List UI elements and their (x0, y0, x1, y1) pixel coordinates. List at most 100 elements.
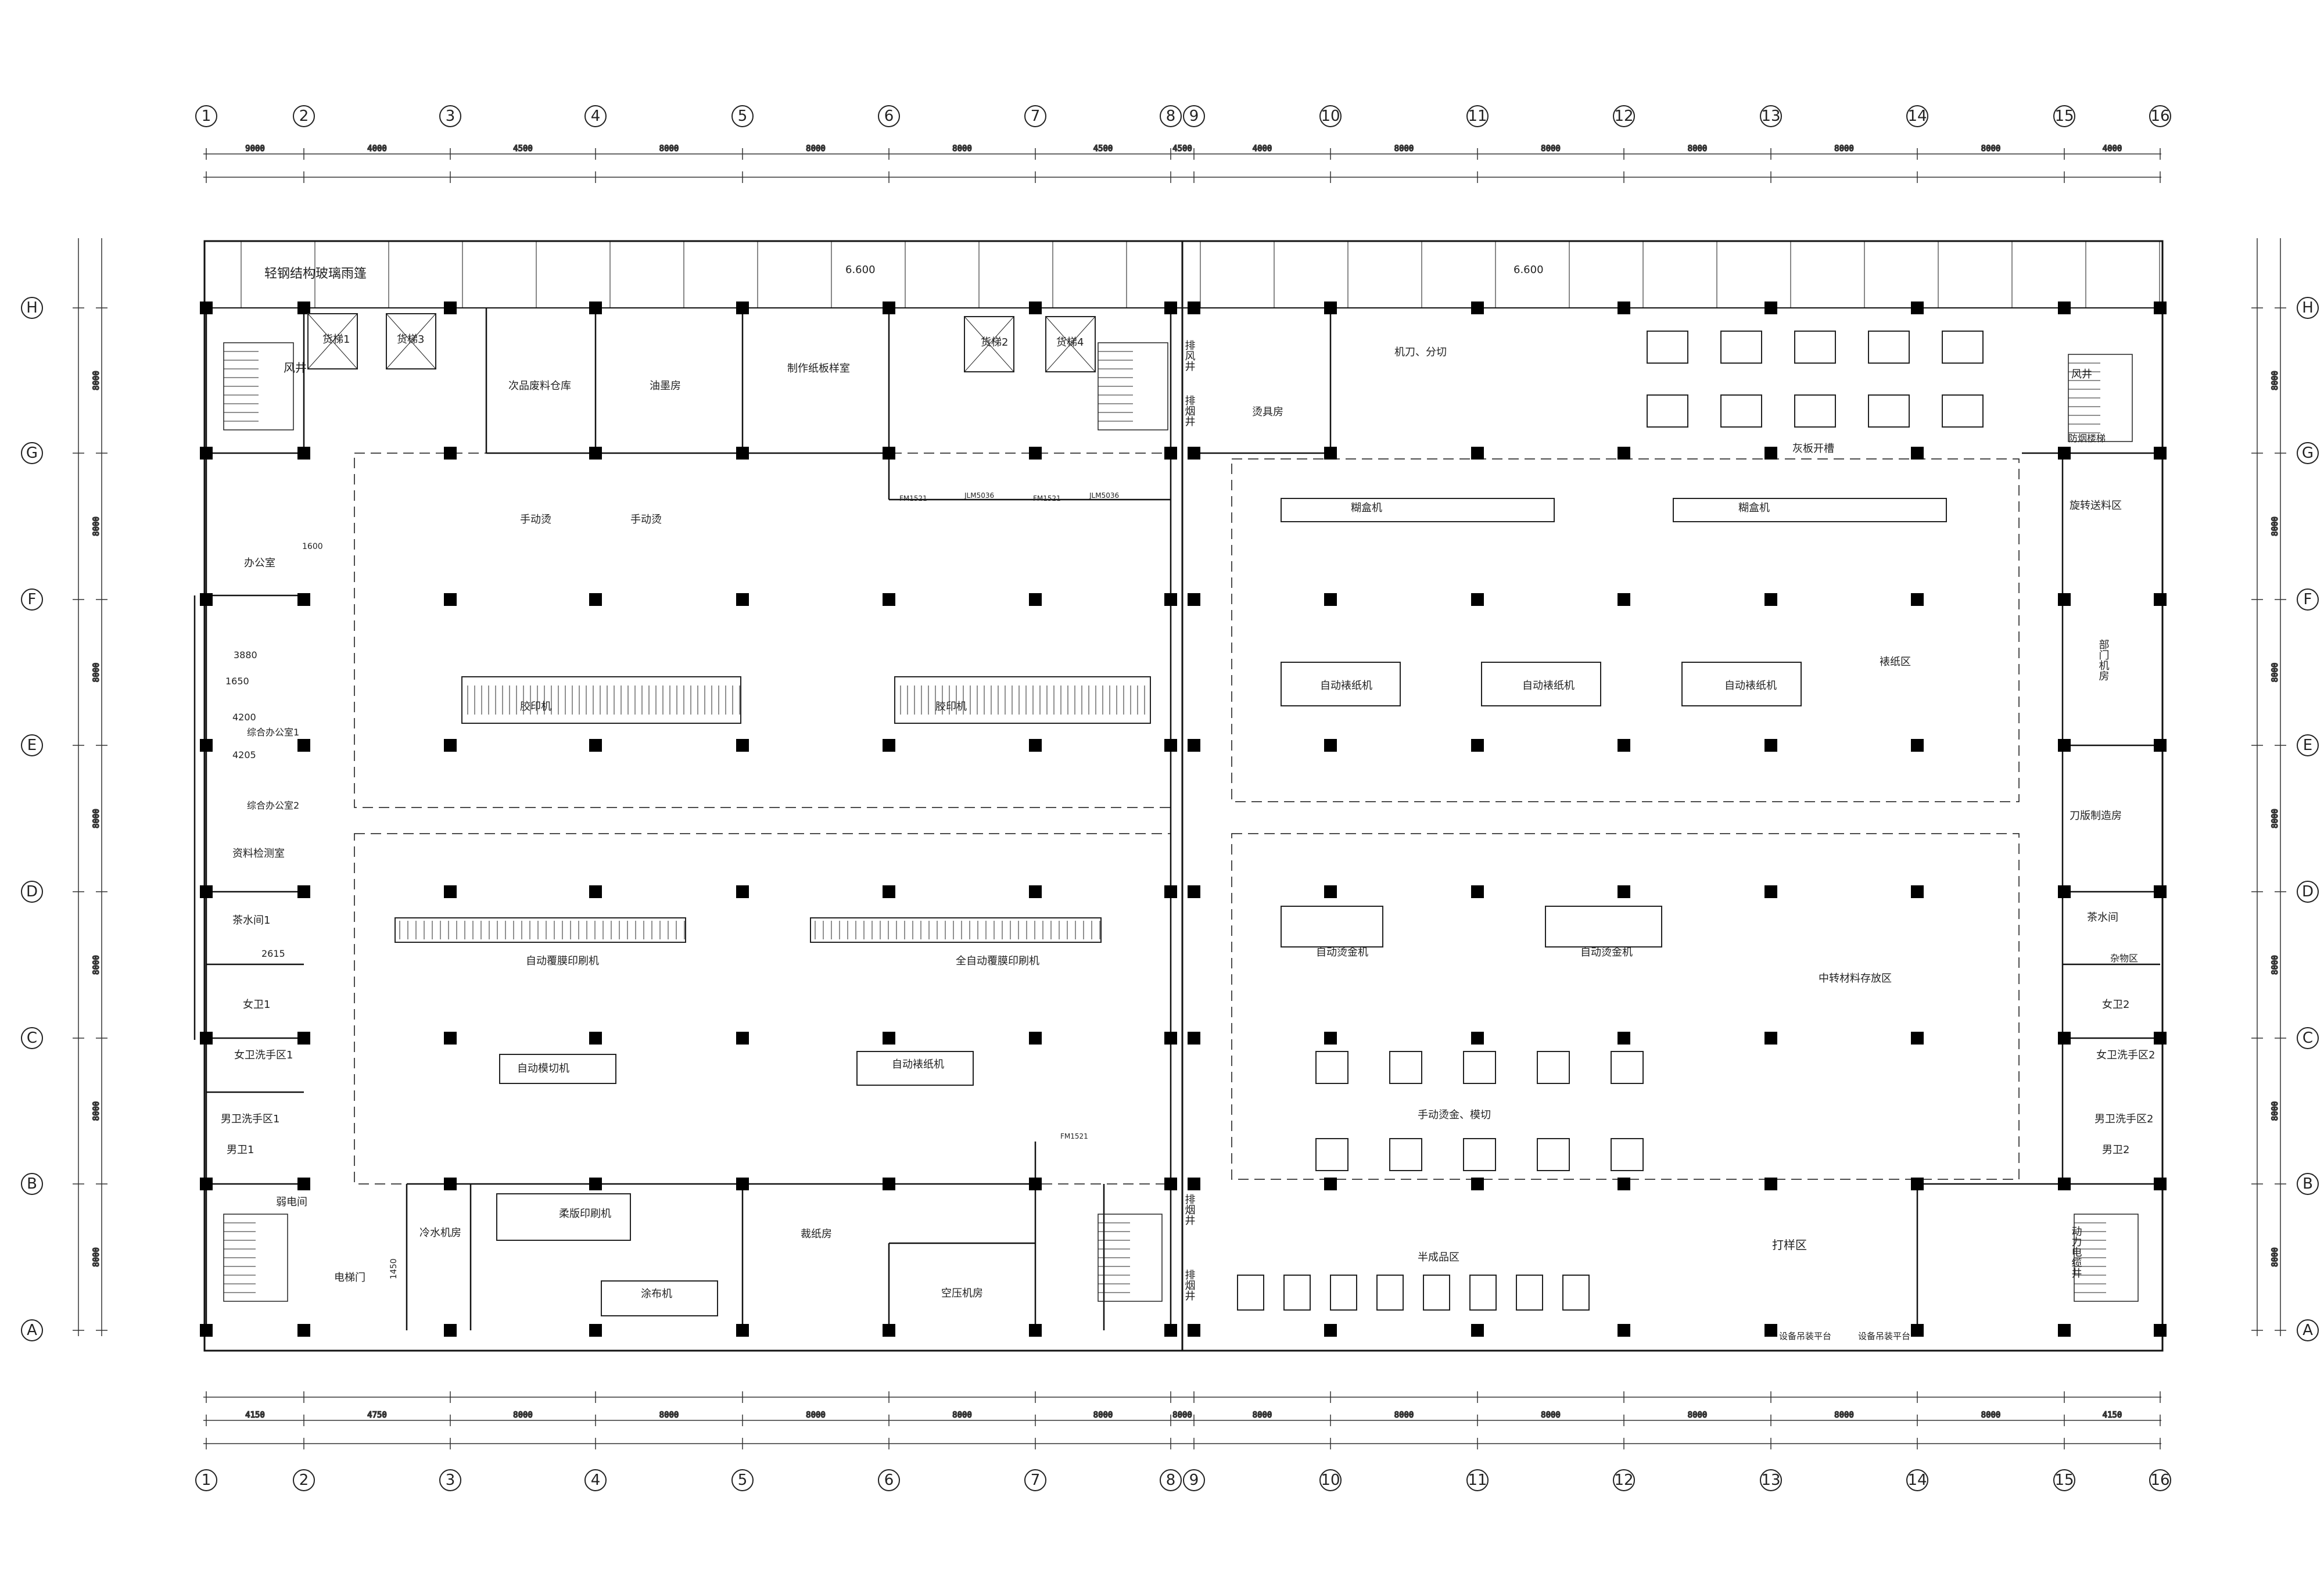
machine-label: 手动烫 (520, 514, 551, 526)
press-body (894, 676, 1151, 724)
column (589, 1178, 602, 1190)
axis-bubble (1319, 105, 1342, 127)
column (736, 885, 749, 898)
column (883, 1178, 895, 1190)
elevation-label: 6.600 (1514, 264, 1544, 276)
axis-bubble (195, 1469, 217, 1491)
work-table (1315, 1138, 1349, 1171)
outer-wall (203, 240, 2164, 1352)
axis-bubble (1466, 1469, 1489, 1491)
dimension-tag: 4200 (232, 712, 256, 723)
work-table (1389, 1051, 1422, 1084)
column (444, 302, 457, 314)
room-label: 杂物区 (2110, 953, 2138, 964)
room-label: 刀版制造房 (2070, 810, 2122, 822)
axis-bubble (21, 297, 43, 319)
column (1471, 447, 1484, 460)
room-label: 男卫2 (2102, 1144, 2129, 1156)
press-body (461, 676, 741, 724)
axis-label: 10 (1321, 1471, 1340, 1489)
column (1188, 1032, 1200, 1045)
axis-label: 14 (1907, 107, 1927, 125)
axis-bubble (195, 105, 217, 127)
column (1618, 593, 1630, 606)
shaft-label: 排烟井 (1183, 1269, 1196, 1301)
machine (1281, 662, 1401, 706)
column (200, 593, 213, 606)
equipment (223, 313, 2139, 1316)
column (1188, 885, 1200, 898)
column (1911, 593, 1924, 606)
dimension-text: 8000 (92, 955, 101, 975)
column (1471, 302, 1484, 314)
folder-body (394, 917, 686, 943)
dimension-text: 4500 (513, 144, 533, 153)
axis-bubble (878, 105, 900, 127)
axis-bubble (2297, 1027, 2319, 1049)
room-label: 资料检测室 (232, 848, 285, 860)
column (1188, 739, 1200, 752)
column (1764, 1032, 1777, 1045)
machine (496, 1193, 631, 1241)
column (1618, 302, 1630, 314)
workstation (1942, 394, 1984, 428)
axis-bubble (731, 1469, 754, 1491)
dimension-text: 8000 (806, 1411, 826, 1420)
column (1618, 447, 1630, 460)
zone-boundary (1231, 833, 2020, 1180)
folder-body (810, 917, 1102, 943)
column (1164, 1178, 1177, 1190)
column (1618, 1324, 1630, 1337)
column (1164, 1032, 1177, 1045)
column (1324, 885, 1337, 898)
column (1164, 447, 1177, 460)
work-table (1463, 1138, 1496, 1171)
column (1911, 1032, 1924, 1045)
column (297, 447, 310, 460)
axis-label: F (2304, 591, 2312, 608)
axis-label: E (27, 737, 37, 754)
column (1188, 1178, 1200, 1190)
room-label: 男卫洗手区1 (221, 1113, 279, 1125)
column (736, 1178, 749, 1190)
axis-bubble (1906, 1469, 1928, 1491)
room-label: 设备吊装平台 (1858, 1331, 1910, 1341)
work-table (1315, 1051, 1349, 1084)
room-label: 冷水机房 (419, 1227, 461, 1239)
column (2154, 1178, 2167, 1190)
dimension-text: 8000 (659, 1411, 679, 1420)
room-label: 灰板开槽 (1792, 443, 1834, 455)
axis-bubble (584, 105, 607, 127)
room-label: 半成品区 (1418, 1251, 1459, 1264)
column (589, 447, 602, 460)
column (1471, 1324, 1484, 1337)
axis-bubble (2297, 1173, 2319, 1195)
column (1324, 739, 1337, 752)
workstation (1647, 394, 1688, 428)
column (1188, 593, 1200, 606)
column (1164, 885, 1177, 898)
room-label: 部门机房 (2097, 639, 2110, 681)
column (1471, 885, 1484, 898)
tag-labels: FM1521 JLM5036 FM1521 JLM5036 FM1521 388… (225, 491, 1119, 1279)
dimension-text: 4150 (2103, 1411, 2122, 1420)
dimension-tag: 1650 (225, 676, 249, 687)
dimension-text: 8000 (1541, 1411, 1561, 1420)
column (1029, 1178, 1042, 1190)
column (2058, 447, 2071, 460)
axis-label: C (2303, 1029, 2313, 1047)
axis-bubble (1319, 1469, 1342, 1491)
axis-label: H (2302, 299, 2314, 317)
cutter-unit (1562, 1275, 1590, 1311)
column (297, 885, 310, 898)
dimension-text: 8000 (1172, 1411, 1192, 1420)
axis-label: A (27, 1322, 37, 1339)
axis-bubble (1183, 1469, 1205, 1491)
workstation (1942, 331, 1984, 364)
machine (1481, 662, 1601, 706)
room-label: 男卫洗手区2 (2095, 1113, 2153, 1125)
machine (499, 1054, 616, 1084)
dimension-text: 8000 (1688, 144, 1708, 153)
axis-bubble (1183, 105, 1205, 127)
